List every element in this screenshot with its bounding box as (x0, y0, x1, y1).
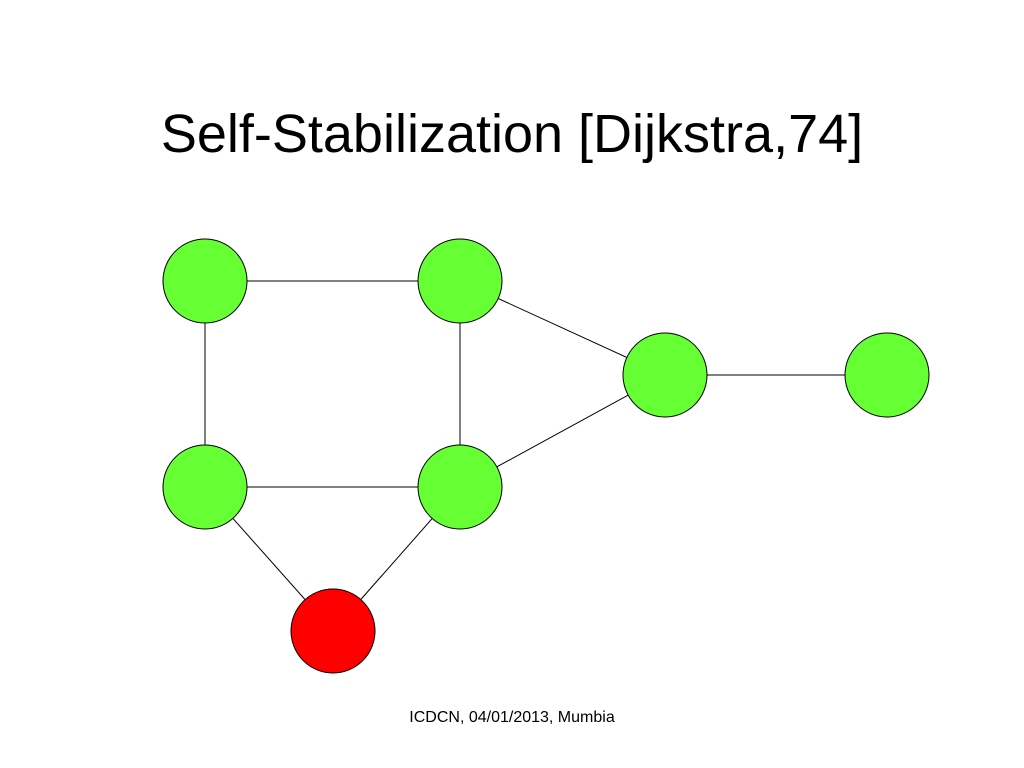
node-n5 (417, 444, 503, 530)
node-n6 (844, 332, 930, 418)
node-n4 (162, 444, 248, 530)
node-n2 (417, 238, 503, 324)
faulty-node-n7 (290, 588, 376, 674)
node-n3 (622, 332, 708, 418)
graph-edges (204, 280, 887, 632)
slide-title: Self-Stabilization [Dijkstra,74] (160, 104, 864, 164)
node-n1 (162, 238, 248, 324)
graph-nodes (162, 238, 930, 674)
slide-footer: ICDCN, 04/01/2013, Mumbia (409, 709, 615, 726)
